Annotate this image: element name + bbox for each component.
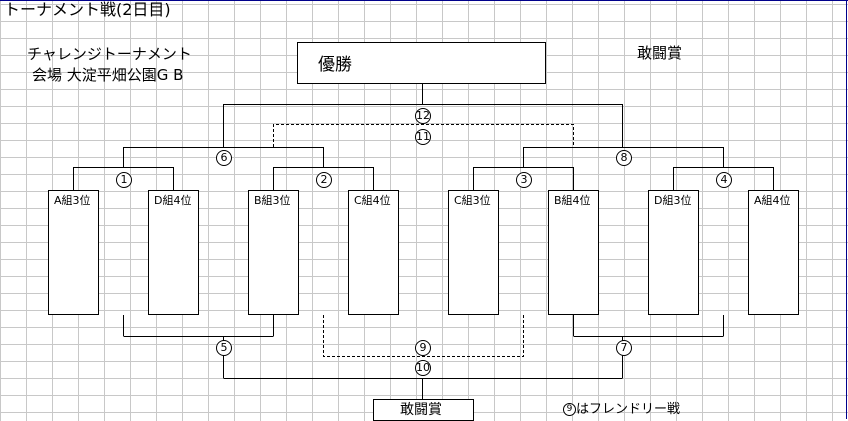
team-label-6: B組4位 — [554, 194, 591, 207]
match-number-6: 6 — [216, 150, 232, 166]
match-number-4: 4 — [716, 172, 732, 188]
match-number-7: 7 — [616, 340, 632, 356]
note-text: はフレンドリー戦 — [576, 402, 681, 417]
champion-label: 優勝 — [318, 55, 352, 75]
team-box-1 — [48, 190, 99, 315]
match-number-3: 3 — [516, 172, 532, 188]
team-label-4: C組4位 — [354, 194, 391, 207]
team-label-5: C組3位 — [454, 194, 491, 207]
match-number-8: 8 — [616, 150, 632, 166]
team-box-8 — [748, 190, 799, 315]
team-label-7: D組3位 — [654, 194, 692, 207]
team-label-3: B組3位 — [254, 194, 291, 207]
note-match-symbol: 9 — [563, 403, 576, 416]
team-label-8: A組4位 — [754, 194, 791, 207]
team-label-1: A組3位 — [54, 194, 91, 207]
team-box-3 — [248, 190, 299, 315]
match-number-5: 5 — [216, 340, 232, 356]
team-box-6 — [548, 190, 599, 315]
sheet-frame-top — [0, 0, 848, 1]
fighting-spirit-award-bottom: 敢闘賞 — [400, 402, 442, 418]
team-box-7 — [648, 190, 699, 315]
match-number-9: 9 — [415, 340, 431, 356]
team-box-2 — [148, 190, 199, 315]
match-number-12: 12 — [415, 108, 431, 124]
match-number-1: 1 — [116, 172, 132, 188]
match-number-10: 10 — [415, 360, 431, 376]
match-number-2: 2 — [316, 172, 332, 188]
team-box-4 — [348, 190, 399, 315]
sheet-title: トーナメント戦(2日目) — [4, 0, 171, 19]
tournament-subtitle: チャレンジトーナメント — [27, 45, 192, 63]
match-number-11: 11 — [415, 129, 431, 145]
fighting-spirit-award-top: 敢闘賞 — [637, 44, 683, 62]
champion-box — [297, 42, 546, 84]
venue-label: 会場 大淀平畑公園G B — [32, 66, 184, 84]
team-box-5 — [448, 190, 499, 315]
team-label-2: D組4位 — [154, 194, 192, 207]
sheet-frame-right — [846, 0, 847, 419]
